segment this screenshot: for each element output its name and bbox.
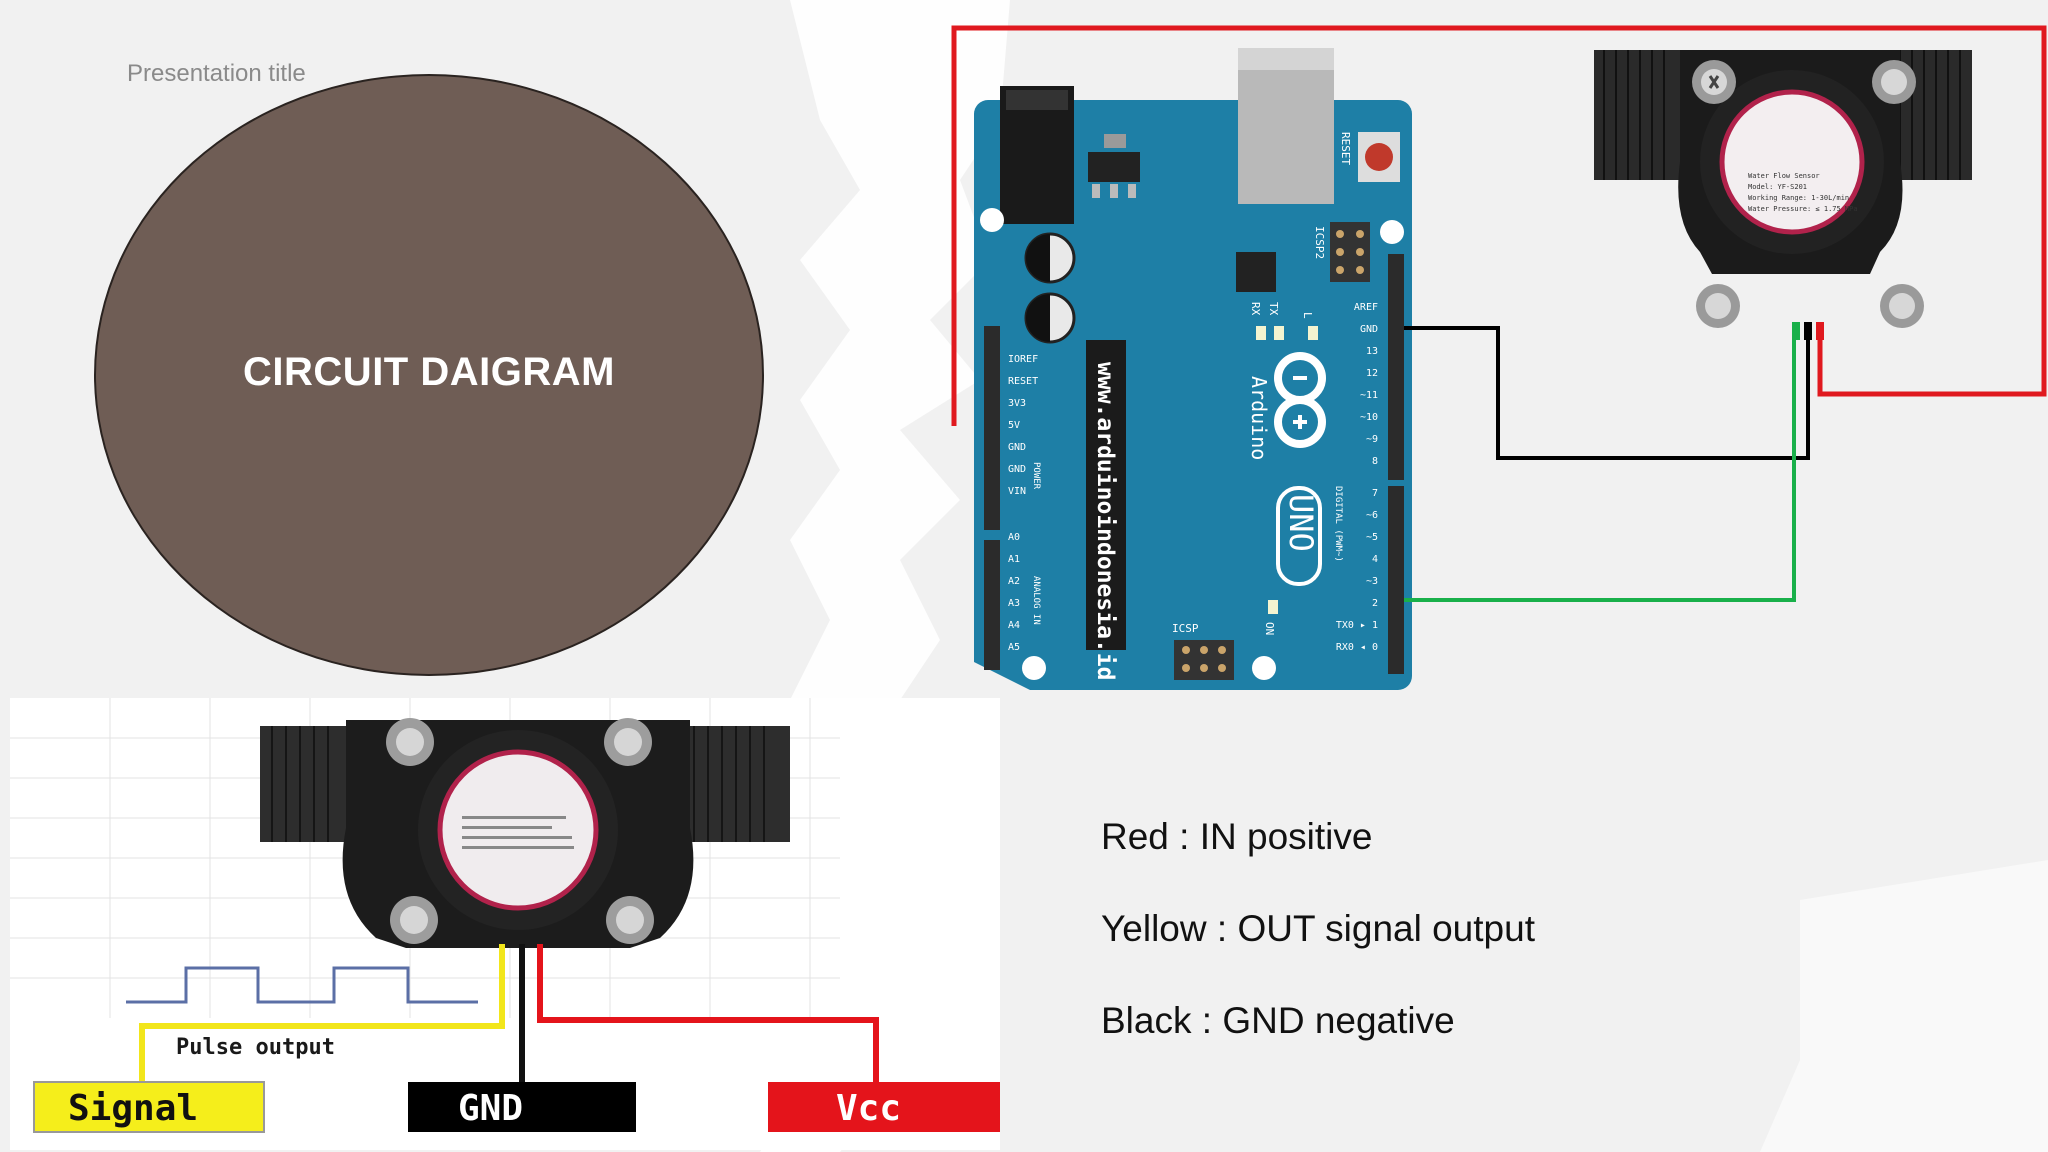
- flow-sensor-text-2: Model: YF-S201: [1748, 183, 1807, 191]
- slide-heading: CIRCUIT DAIGRAM: [243, 350, 615, 394]
- analog-header-label: ANALOG IN: [1031, 576, 1041, 625]
- analog-pins-label: A3: [1008, 598, 1020, 609]
- circuit-diagram: www.arduinoindonesia.id Arduino UNO RESE…: [951, 25, 2047, 690]
- model-label: UNO: [1282, 494, 1320, 552]
- digital-lower-pins-label: 7: [1372, 488, 1378, 499]
- sensor-pinout-diagram: Pulse output Signal GND Vcc: [10, 698, 1000, 1150]
- power-pins-label: VIN: [1008, 486, 1026, 497]
- title-circle: [94, 74, 764, 676]
- digital-upper-pin-labels: AREF GND 13 12 ~11 ~10 ~9 8: [1354, 302, 1378, 467]
- power-pins-label: IOREF: [1008, 354, 1038, 365]
- yellow-wire: [139, 944, 505, 1084]
- pulse-output-label: Pulse output: [176, 1035, 335, 1060]
- power-pins-label: RESET: [1008, 376, 1038, 387]
- power-header-label: POWER: [1031, 462, 1041, 490]
- tx-label: TX: [1267, 302, 1280, 316]
- signal-label: Signal: [68, 1088, 198, 1129]
- pulse-waveform: [126, 966, 478, 1004]
- digital-lower-pins-label: 2: [1372, 598, 1378, 609]
- reset-label: RESET: [1339, 132, 1352, 165]
- digital-upper-pins-label: 8: [1372, 456, 1378, 467]
- analog-pins-label: A2: [1008, 576, 1020, 587]
- power-pins-label: 5V: [1008, 420, 1020, 431]
- gnd-label: GND: [458, 1088, 523, 1129]
- rx-label: RX: [1249, 302, 1262, 316]
- digital-lower-pins-label: RX0 ◂ 0: [1336, 642, 1378, 653]
- l-label: L: [1301, 312, 1314, 319]
- flow-sensor-top: Water Flow Sensor Model: YF-S201 Working…: [1594, 50, 1972, 340]
- arduino-board: www.arduinoindonesia.id Arduino UNO RESE…: [974, 48, 1412, 690]
- power-pins-label: GND: [1008, 464, 1026, 475]
- brand-label: Arduino: [1247, 376, 1271, 460]
- legend-black: Black : GND negative: [1101, 1000, 1455, 1041]
- green-wire: [1404, 340, 1796, 602]
- digital-lower-pins-label: TX0 ▸ 1: [1336, 620, 1378, 631]
- digital-lower-pins-label: 4: [1372, 554, 1378, 565]
- digital-header-label: DIGITAL (PWM~): [1333, 486, 1343, 562]
- digital-lower-pins-label: ~5: [1366, 532, 1378, 543]
- digital-upper-pins-label: GND: [1360, 324, 1378, 335]
- legend-yellow: Yellow : OUT signal output: [1101, 908, 1535, 949]
- digital-lower-pins-label: ~3: [1366, 576, 1378, 587]
- analog-pins-label: A5: [1008, 642, 1020, 653]
- flow-sensor-text-4: Water Pressure: ≤ 1.75 MPa: [1748, 205, 1858, 213]
- flow-sensor-text-1: Water Flow Sensor: [1748, 172, 1820, 180]
- red-wire: [951, 25, 2047, 426]
- on-label: ON: [1263, 622, 1276, 635]
- analog-pins-label: A4: [1008, 620, 1020, 631]
- icsp-label: ICSP: [1172, 622, 1199, 635]
- digital-upper-pins-label: AREF: [1354, 302, 1378, 313]
- black-wire: [1404, 326, 1810, 460]
- digital-upper-pins-label: ~9: [1366, 434, 1378, 445]
- power-pin-labels: IOREF RESET 3V3 5V GND GND VIN: [1008, 354, 1038, 497]
- website-label: www.arduinoindonesia.id: [1092, 362, 1118, 681]
- digital-upper-pins-label: 12: [1366, 368, 1378, 379]
- analog-pins-label: A0: [1008, 532, 1020, 543]
- digital-lower-pins-label: ~6: [1366, 510, 1378, 521]
- flow-sensor-text-3: Working Range: 1-30L/min: [1748, 194, 1849, 202]
- power-pins-label: GND: [1008, 442, 1026, 453]
- digital-upper-pins-label: ~11: [1360, 390, 1378, 401]
- digital-upper-pins-label: ~10: [1360, 412, 1378, 423]
- red-sensor-wire: [537, 944, 879, 1084]
- vcc-label: Vcc: [836, 1088, 901, 1129]
- digital-upper-pins-label: 13: [1366, 346, 1378, 357]
- icsp2-label: ICSP2: [1313, 226, 1326, 259]
- presentation-title: Presentation title: [127, 60, 306, 87]
- wire-legend: Red : IN positive Yellow : OUT signal ou…: [1101, 815, 1535, 1091]
- power-pins-label: 3V3: [1008, 398, 1026, 409]
- legend-red: Red : IN positive: [1101, 816, 1373, 857]
- analog-pins-label: A1: [1008, 554, 1020, 565]
